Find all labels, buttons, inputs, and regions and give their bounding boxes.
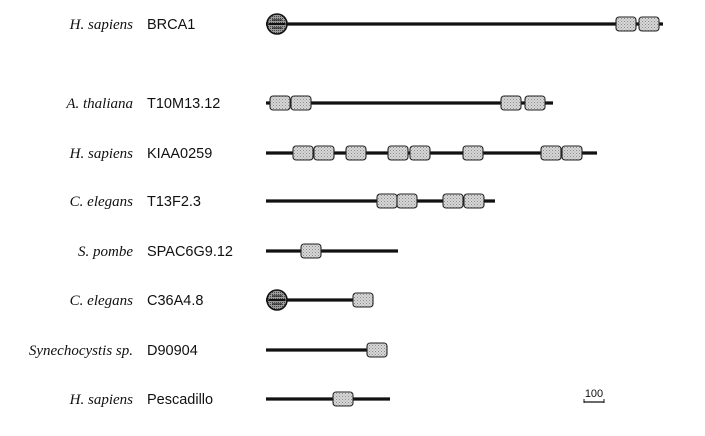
species-label: H. sapiens [69,146,133,162]
brct-domain [269,95,291,111]
scale-bar: 100 [583,388,605,403]
brct-domain [345,145,367,161]
brct-domain [396,193,418,209]
ring-domain [266,289,288,311]
protein-row: C. elegans T13F2.3 [70,193,495,210]
scale-bar-label: 100 [585,388,603,400]
brct-domain [332,391,354,407]
gene-label: T13F2.3 [147,194,201,210]
gene-label: BRCA1 [147,17,195,33]
species-label: H. sapiens [69,17,133,33]
species-label: S. pombe [78,244,133,260]
protein-row: S. pombe SPAC6G9.12 [78,243,398,260]
brct-domain [615,16,637,32]
protein-row: H. sapiens Pescadillo [69,391,390,408]
species-label: A. thaliana [65,96,133,112]
gene-label: D90904 [147,343,198,359]
brct-domain [638,16,660,32]
protein-row: A. thaliana T10M13.12 [65,95,553,112]
protein-row: C. elegans C36A4.8 [70,289,374,311]
gene-label: C36A4.8 [147,293,203,309]
gene-label: T10M13.12 [147,96,220,112]
ring-domain [266,13,288,35]
gene-label: Pescadillo [147,392,213,408]
species-label: C. elegans [70,293,133,309]
species-label: C. elegans [70,194,133,210]
brct-domain [540,145,562,161]
brct-domain [463,193,485,209]
species-label: H. sapiens [69,392,133,408]
brct-domain [561,145,583,161]
brct-domain [462,145,484,161]
protein-row: H. sapiens BRCA1 [69,13,663,35]
brct-domain [313,145,335,161]
brct-domain [442,193,464,209]
brct-domain [500,95,522,111]
brct-domain [366,342,388,358]
brct-domain [290,95,312,111]
species-label: Synechocystis sp. [29,343,133,359]
protein-row: Synechocystis sp. D90904 [29,342,388,359]
brct-domain [352,292,374,308]
brct-domain [409,145,431,161]
brct-domain [387,145,409,161]
brct-domain [292,145,314,161]
brct-domain [376,193,398,209]
gene-label: SPAC6G9.12 [147,244,233,260]
brct-domain [300,243,322,259]
gene-label: KIAA0259 [147,146,212,162]
protein-row: H. sapiens KIAA0259 [69,145,597,162]
brct-domain [524,95,546,111]
